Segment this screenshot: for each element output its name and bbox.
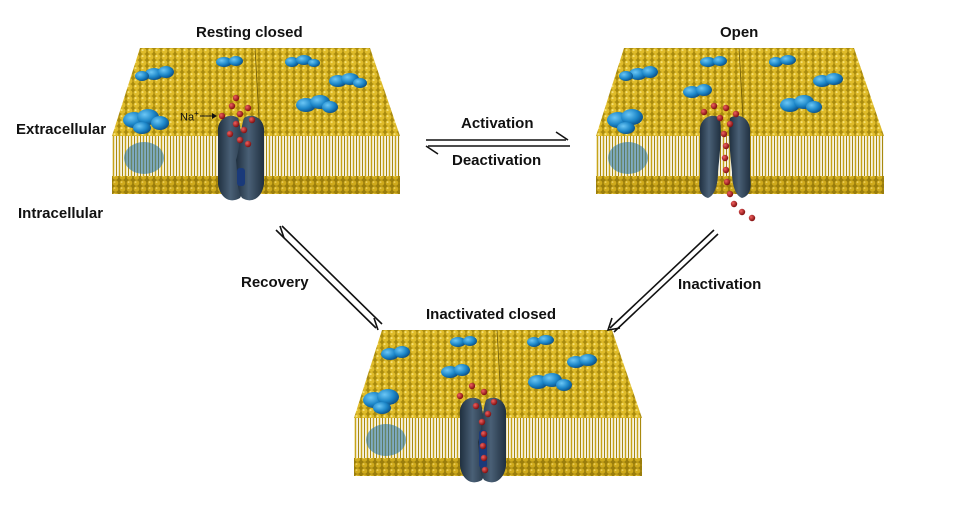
sodium-ion-label: Na+	[180, 109, 199, 124]
transition-label-activation: Activation	[461, 115, 534, 132]
sodium-ion-stream	[700, 102, 756, 222]
transition-label-deactivation: Deactivation	[452, 152, 542, 169]
membrane-inactivated-closed	[354, 329, 642, 483]
sodium-channel-inactivated	[459, 397, 507, 483]
activation-arrow	[426, 131, 569, 141]
membrane-protein	[124, 142, 164, 174]
membrane-protein-cluster	[363, 335, 597, 414]
transition-label-recovery: Recovery	[241, 274, 309, 291]
membrane-resting-closed	[112, 47, 400, 201]
deactivation-arrow	[425, 145, 570, 155]
recovery-arrow	[275, 225, 383, 331]
transition-label-inactivation: Inactivation	[678, 276, 762, 293]
sodium-ion-symbol: Na	[180, 111, 195, 124]
sodium-ion-cluster	[456, 382, 498, 474]
membrane-protein-cluster	[607, 55, 843, 134]
sodium-channel-open	[699, 115, 751, 198]
side-label-intracellular: Intracellular	[18, 205, 104, 222]
state-label-open: Open	[720, 24, 759, 41]
sodium-ion-cluster	[218, 94, 256, 148]
membrane-open	[596, 47, 884, 222]
side-label-extracellular: Extracellular	[16, 121, 107, 138]
state-label-inactivated-closed: Inactivated closed	[426, 306, 557, 323]
membrane-protein-cluster	[123, 55, 367, 134]
membrane-top-surface	[112, 48, 400, 136]
sodium-ion-charge: +	[194, 109, 199, 118]
sodium-channel-resting	[217, 115, 265, 201]
inactivation-arrow	[606, 229, 719, 333]
state-label-resting-closed: Resting closed	[196, 24, 303, 41]
